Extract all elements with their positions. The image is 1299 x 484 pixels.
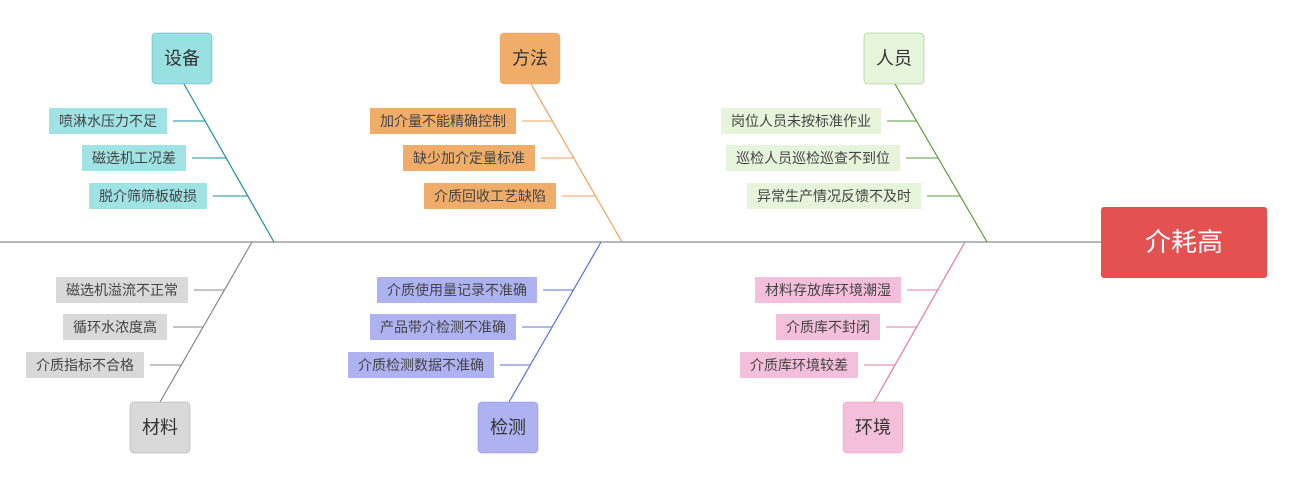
category-personnel [887, 83, 988, 243]
bone-method [530, 83, 623, 243]
cause-box [403, 145, 535, 171]
cause-box [755, 277, 901, 303]
cause-label: 磁选机工况差 [92, 151, 176, 167]
cause-label: 异常生产情况反馈不及时 [757, 189, 911, 205]
category-node-inspection: 检测 [477, 401, 539, 454]
bone-material [159, 241, 253, 403]
category-equipment [173, 83, 275, 243]
cause-item: 加介量不能精确控制 [370, 108, 516, 134]
cause-box [26, 352, 144, 378]
cause-box [89, 183, 207, 209]
cause-label: 磁选机溢流不正常 [66, 283, 178, 299]
cause-box [63, 314, 167, 340]
cause-label: 介质使用量记录不准确 [387, 282, 527, 299]
cause-box [49, 108, 167, 134]
cause-box [721, 108, 881, 134]
category-box [842, 401, 904, 454]
category-label: 人员 [876, 49, 912, 70]
cause-item: 介质使用量记录不准确 [377, 277, 537, 303]
category-node-environment: 环境 [842, 401, 904, 454]
cause-box [747, 183, 921, 209]
cause-label: 脱介筛筛板破损 [99, 189, 197, 205]
cause-item: 介质库环境较差 [740, 352, 858, 378]
bone-equipment [183, 83, 275, 243]
category-label: 环境 [855, 418, 891, 439]
cause-item: 喷淋水压力不足 [49, 108, 167, 134]
cause-box [348, 352, 494, 378]
cause-label: 岗位人员未按标准作业 [731, 114, 871, 130]
cause-label: 巡检人员巡检巡查不到位 [736, 151, 890, 167]
category-box [477, 401, 539, 454]
cause-box [377, 277, 537, 303]
category-box [151, 32, 213, 85]
category-node-equipment: 设备 [151, 32, 213, 85]
category-node-method: 方法 [499, 32, 561, 85]
cause-item: 介质库不封闭 [776, 314, 880, 340]
cause-item: 材料存放库环境潮湿 [755, 277, 901, 303]
category-box [499, 32, 561, 85]
cause-item: 循环水浓度高 [63, 314, 167, 340]
category-box [863, 32, 925, 85]
cause-item: 缺少加介定量标准 [403, 145, 535, 171]
cause-label: 介质库不封闭 [786, 320, 870, 336]
cause-item: 异常生产情况反馈不及时 [747, 183, 921, 209]
category-label: 方法 [512, 49, 548, 70]
category-inspection [500, 241, 602, 403]
cause-label: 加介量不能精确控制 [380, 114, 506, 130]
effect-head-label: 介耗高 [1145, 228, 1223, 258]
cause-label: 介质检测数据不准确 [358, 358, 484, 374]
category-box [129, 401, 191, 454]
cause-item: 介质检测数据不准确 [348, 352, 494, 378]
cause-label: 产品带介检测不准确 [380, 320, 506, 336]
cause-box [370, 108, 516, 134]
cause-box [424, 183, 556, 209]
cause-item: 磁选机溢流不正常 [56, 277, 188, 303]
cause-label: 缺少加介定量标准 [413, 151, 525, 167]
cause-label: 喷淋水压力不足 [59, 114, 157, 130]
cause-box [740, 352, 858, 378]
cause-item: 介质回收工艺缺陷 [424, 183, 556, 209]
cause-label: 介质回收工艺缺陷 [434, 189, 546, 205]
cause-box [726, 145, 900, 171]
category-node-personnel: 人员 [863, 32, 925, 85]
cause-box [776, 314, 880, 340]
cause-item: 产品带介检测不准确 [370, 314, 516, 340]
category-label: 材料 [142, 418, 178, 439]
category-material [150, 241, 253, 403]
cause-label: 介质指标不合格 [36, 358, 134, 374]
cause-item: 介质指标不合格 [26, 352, 144, 378]
category-node-material: 材料 [129, 401, 191, 454]
category-label: 设备 [164, 49, 200, 70]
cause-box [82, 145, 186, 171]
bone-environment [873, 241, 966, 403]
cause-item: 岗位人员未按标准作业 [721, 108, 881, 134]
cause-label: 材料存放库环境潮湿 [765, 283, 891, 299]
cause-box [370, 314, 516, 340]
cause-box [56, 277, 188, 303]
cause-label: 介质库环境较差 [750, 358, 848, 374]
category-label: 检测 [490, 418, 526, 439]
bone-inspection [508, 241, 602, 403]
category-method [522, 83, 623, 243]
cause-item: 巡检人员巡检巡查不到位 [726, 145, 900, 171]
cause-item: 磁选机工况差 [82, 145, 186, 171]
bone-personnel [894, 83, 988, 243]
effect-head: 介耗高 [1101, 207, 1267, 278]
effect-head-box [1101, 207, 1267, 278]
cause-label: 循环水浓度高 [73, 319, 157, 336]
category-environment [864, 241, 966, 403]
cause-item: 脱介筛筛板破损 [89, 183, 207, 209]
